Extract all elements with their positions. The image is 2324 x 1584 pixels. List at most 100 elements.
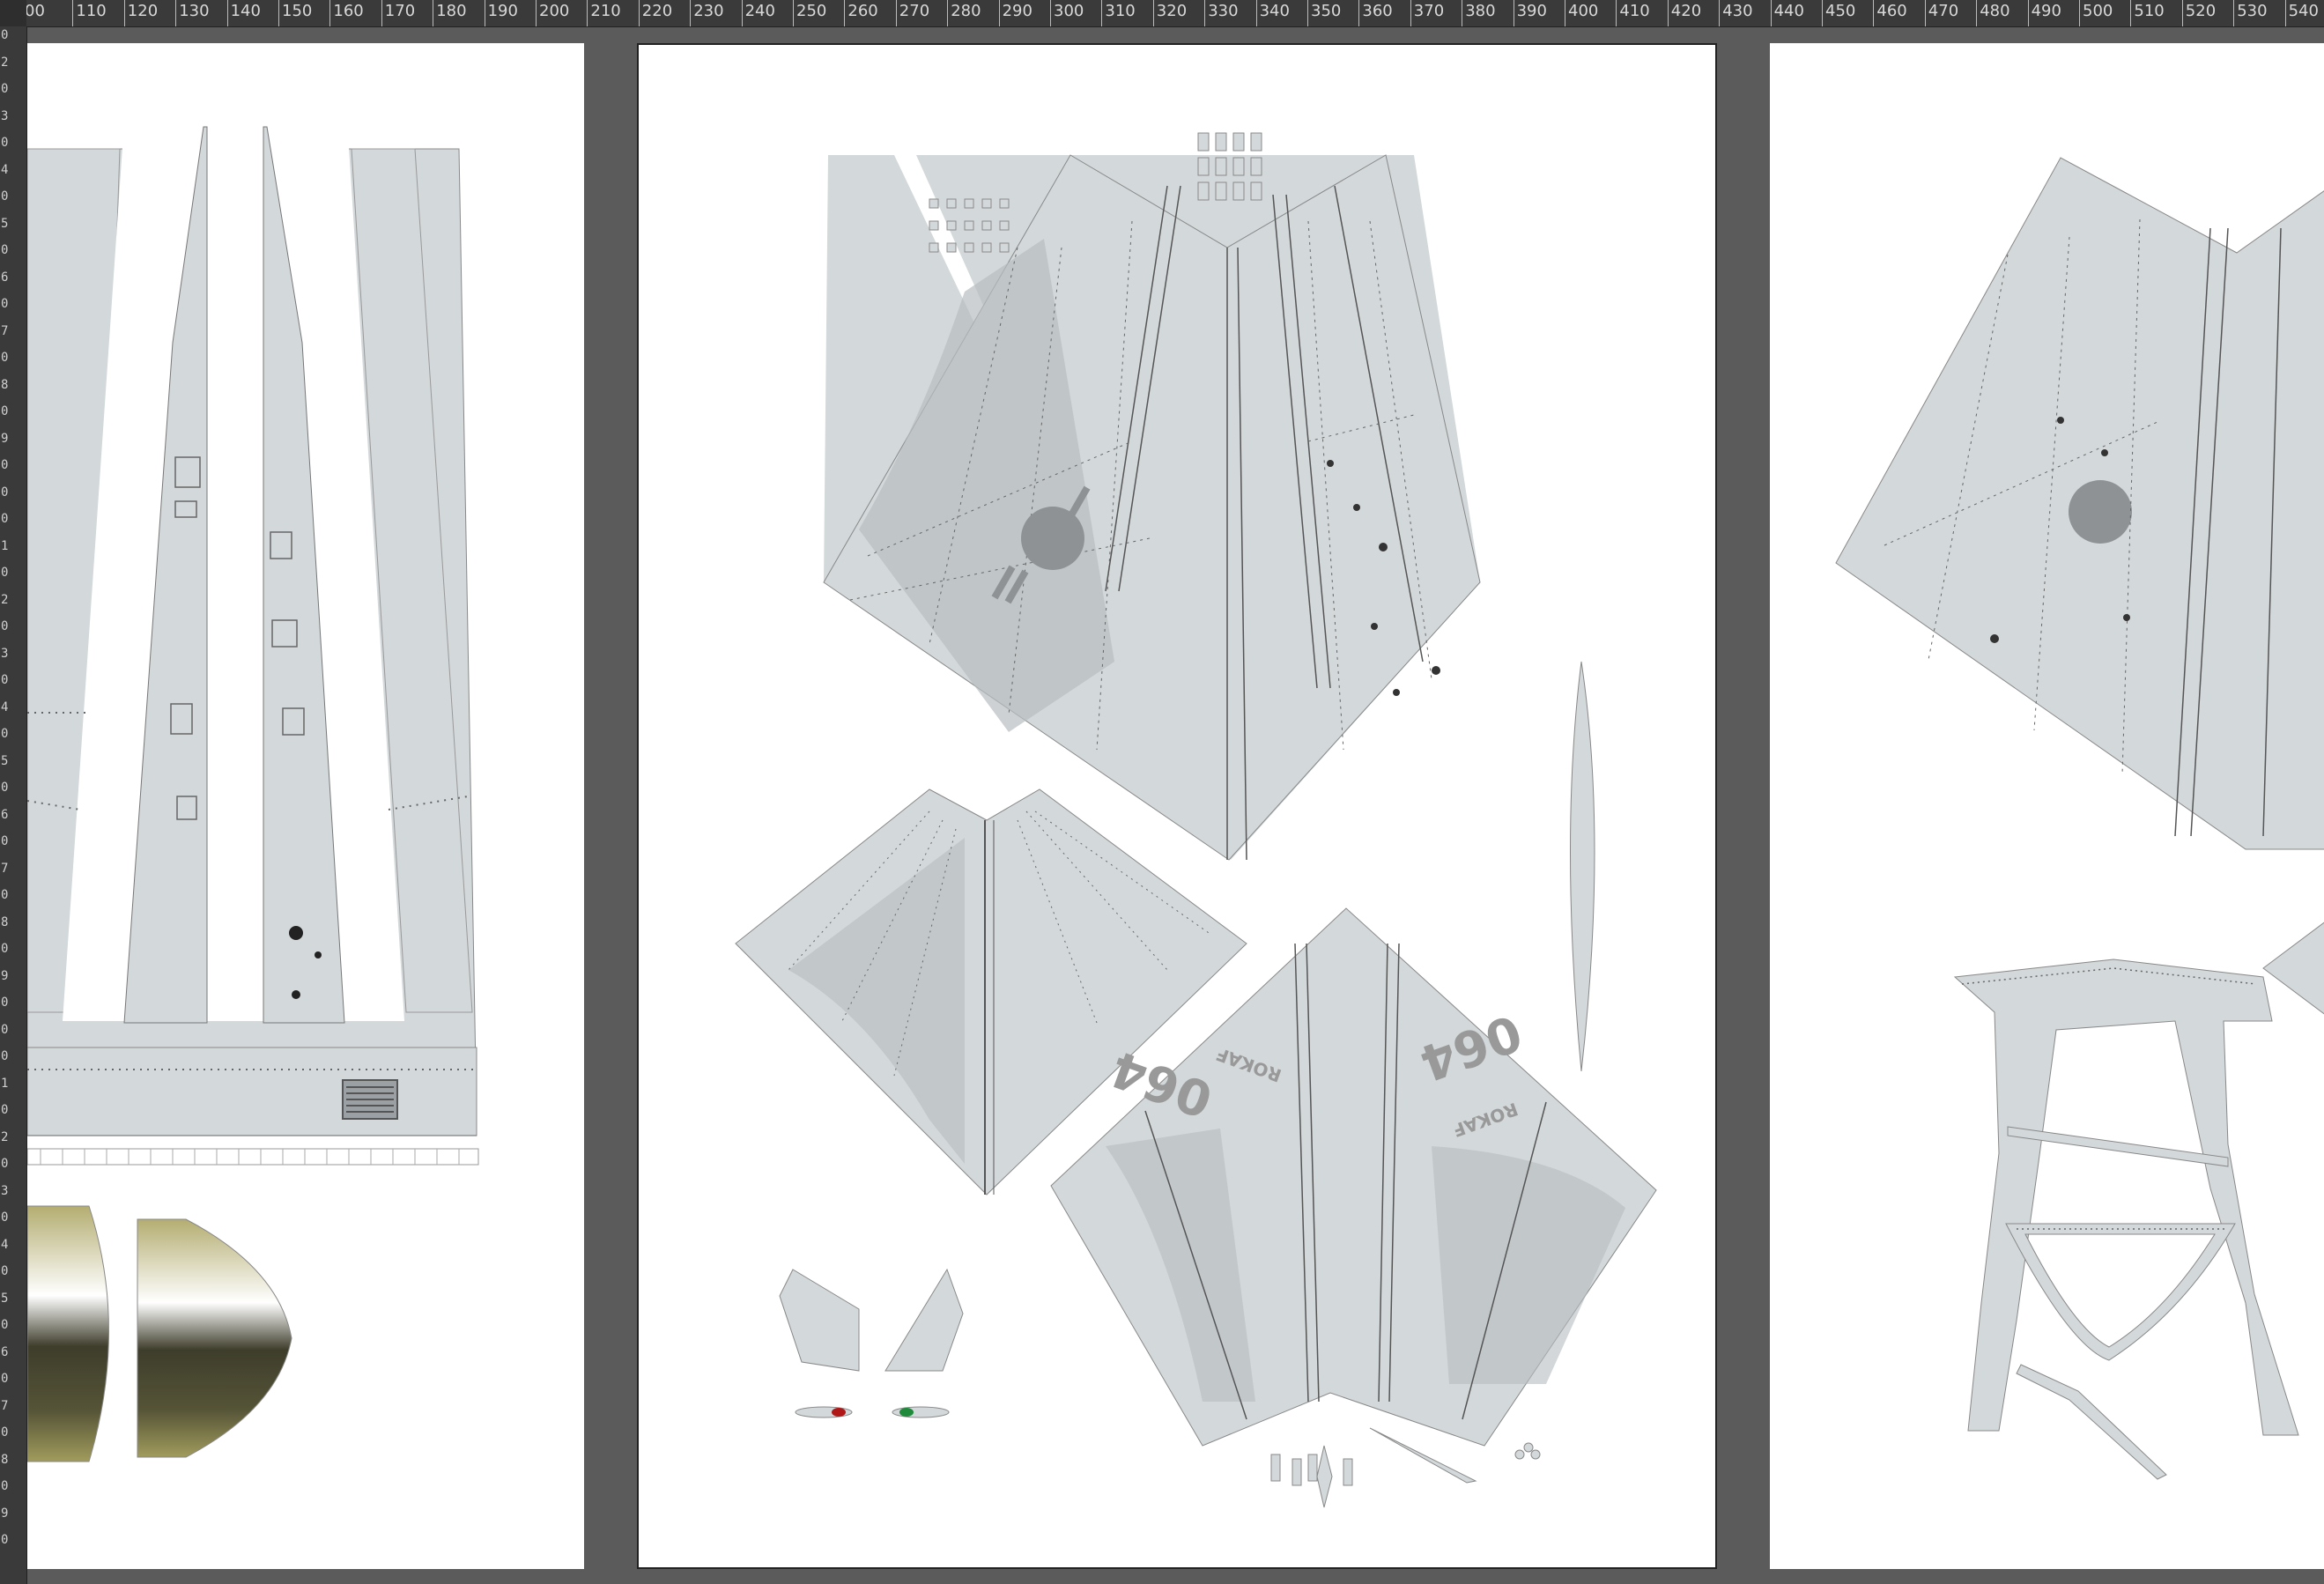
top-ruler-tick <box>175 0 177 26</box>
top-ruler-tick <box>2181 0 2183 26</box>
top-ruler-tick <box>278 0 279 26</box>
top-ruler-label: 530 <box>2237 2 2268 20</box>
top-ruler-tick <box>2079 0 2080 26</box>
center-page-artwork: 064 064 ROKAF ROKAF <box>735 132 1657 1508</box>
top-ruler-tick <box>638 0 640 26</box>
top-ruler-tick <box>1050 0 1051 26</box>
top-ruler-tick <box>1204 0 1206 26</box>
top-ruler-tick <box>1873 0 1875 26</box>
top-ruler-tick <box>1822 0 1823 26</box>
top-ruler-tick <box>2027 0 2029 26</box>
left-ruler-label: 0 <box>1 458 9 472</box>
top-ruler-tick <box>2233 0 2235 26</box>
top-ruler-label: 410 <box>1619 2 1650 20</box>
left-ruler-label: 8 <box>1 1452 9 1467</box>
top-ruler-label: 290 <box>1002 2 1032 20</box>
canopy-triangle <box>2005 1223 2236 1361</box>
middle-left-panel <box>735 788 1247 1195</box>
top-ruler-label: 430 <box>1722 2 1753 20</box>
top-ruler-tick <box>1667 0 1669 26</box>
left-ruler-label: 0 <box>1 1103 9 1117</box>
left-ruler-label: 2 <box>1 55 9 70</box>
left-page[interactable] <box>27 43 584 1569</box>
top-ruler-label: 130 <box>179 2 210 20</box>
left-ruler-label: 0 <box>1 1264 9 1278</box>
top-ruler-tick <box>1358 0 1360 26</box>
canopy-lower-strip <box>2016 1364 2167 1480</box>
left-ruler-label: 0 <box>1 512 9 526</box>
top-ruler-label: 380 <box>1465 2 1496 20</box>
left-ruler-label: 0 <box>1 1022 9 1037</box>
top-ruler-label: 500 <box>2083 2 2113 20</box>
left-ruler-label: 0 <box>1 243 9 257</box>
top-ruler-label: 170 <box>384 2 416 20</box>
roundel-right <box>2069 480 2132 544</box>
top-ruler-label: 190 <box>487 2 518 20</box>
left-page-artwork <box>27 126 479 1462</box>
left-ruler-label: 3 <box>1 1183 9 1198</box>
top-ruler-label: 470 <box>1928 2 1959 20</box>
left-ruler-label: 0 <box>1 619 9 633</box>
top-ruler-label: 120 <box>127 2 159 20</box>
top-ruler-tick <box>1924 0 1926 26</box>
glue-tab-strip <box>27 1148 479 1166</box>
top-ruler-tick <box>2284 0 2286 26</box>
left-ruler-label: 6 <box>1 270 9 285</box>
left-ruler-label: 7 <box>1 323 9 338</box>
top-ruler-label: 270 <box>899 2 930 20</box>
left-ruler-label: 9 <box>1 431 9 446</box>
left-ruler-label: 0 <box>1 727 9 741</box>
left-ruler-label: 9 <box>1 1506 9 1521</box>
top-ruler-label: 220 <box>641 2 673 20</box>
top-ruler-label: 420 <box>1670 2 1702 20</box>
left-ruler-label: 0 <box>1 1533 9 1547</box>
roundel <box>1021 507 1084 570</box>
top-ruler-label: 340 <box>1259 2 1290 20</box>
top-ruler-tick <box>1719 0 1721 26</box>
left-ruler-label: 7 <box>1 861 9 876</box>
canopy-frame <box>1953 959 2299 1436</box>
right-page[interactable] <box>1770 43 2324 1569</box>
left-ruler-label: 2 <box>1 1129 9 1144</box>
left-ruler-label: 0 <box>1 673 9 687</box>
top-ruler-label: 150 <box>282 2 313 20</box>
left-ruler-label: 8 <box>1 914 9 929</box>
small-stabilizer-right <box>884 1268 964 1372</box>
left-ruler-label: 0 <box>1 1425 9 1440</box>
left-ruler-label: 2 <box>1 592 9 607</box>
left-ruler-label: 5 <box>1 216 9 231</box>
document-canvas[interactable]: 064 064 ROKAF ROKAF <box>27 27 2324 1584</box>
top-ruler-tick <box>329 0 331 26</box>
top-ruler-label: 400 <box>1568 2 1599 20</box>
center-page[interactable]: 064 064 ROKAF ROKAF <box>637 43 1717 1569</box>
small-stabilizer-left <box>779 1269 860 1372</box>
left-ruler-label: 0 <box>1 566 9 580</box>
top-ruler-tick <box>947 0 949 26</box>
top-ruler-tick <box>1255 0 1257 26</box>
top-ruler-label: 210 <box>590 2 621 20</box>
top-ruler-label: 510 <box>2134 2 2165 20</box>
top-ruler-label: 480 <box>1980 2 2010 20</box>
top-ruler-tick <box>844 0 846 26</box>
top-ruler-tick <box>793 0 794 26</box>
ruler-corner <box>0 0 26 26</box>
left-ruler-label: 0 <box>1 404 9 418</box>
top-ruler-label: 540 <box>2288 2 2319 20</box>
left-ruler-label: 0 <box>1 297 9 311</box>
right-page-artwork <box>1835 157 2324 1480</box>
top-ruler-label: 370 <box>1413 2 1445 20</box>
left-ruler-label: 0 <box>1 1372 9 1386</box>
left-ruler-label: 0 <box>1 1210 9 1225</box>
right-strip <box>351 148 473 1013</box>
top-ruler-label: 240 <box>744 2 775 20</box>
left-ruler-label: 0 <box>1 351 9 365</box>
top-ruler-label: 330 <box>1208 2 1239 20</box>
top-ruler-label: 360 <box>1362 2 1393 20</box>
top-ruler-label: 180 <box>436 2 467 20</box>
top-ruler-label: 460 <box>1876 2 1907 20</box>
left-ruler-label: 0 <box>1 1049 9 1063</box>
left-ruler-label: 0 <box>1 888 9 902</box>
top-ruler-tick <box>226 0 228 26</box>
